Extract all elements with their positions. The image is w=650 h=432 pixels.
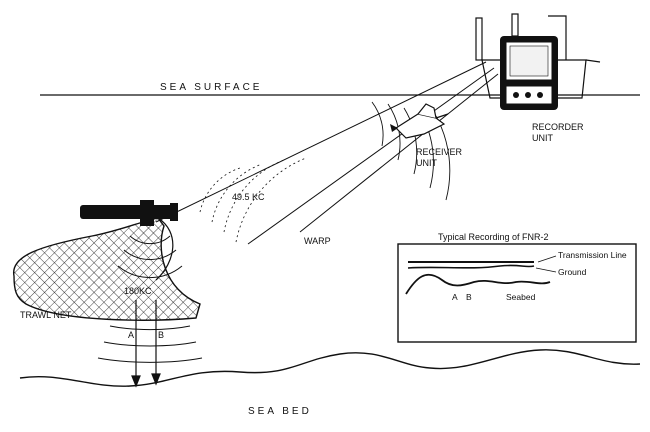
- depth-arrows: [131, 300, 161, 388]
- freq-180kc-label: 180KC: [124, 286, 152, 296]
- recorder-unit-label-line1: RECORDER: [532, 122, 584, 132]
- sea-surface-label: SEA SURFACE: [160, 82, 262, 93]
- sea-bed-line: [19, 349, 641, 387]
- warp-label: WARP: [304, 236, 331, 246]
- inset-point-a-label: A: [452, 292, 458, 302]
- inset-title: Typical Recording of FNR-2: [438, 232, 549, 242]
- receiver-unit-label-line1: RECEIVER: [416, 147, 463, 157]
- receiver-unit-label: RECEIVER UNIT: [416, 147, 465, 168]
- sound-beam-180kc: [97, 235, 203, 363]
- warp-cables: [155, 61, 499, 245]
- receiver-unit-label-line2: UNIT: [416, 158, 437, 168]
- recorder-unit: [500, 36, 558, 110]
- receiver-unit: [390, 103, 449, 139]
- point-a-label: A: [128, 330, 134, 340]
- inset-seabed-label: Seabed: [506, 292, 536, 302]
- point-b-label: B: [158, 330, 164, 340]
- inset-point-b-label: B: [466, 292, 472, 302]
- sound-beam-49kc: [199, 157, 307, 243]
- inset-ground-label: Ground: [558, 267, 587, 277]
- freq-49kc-label: 49.5 KC: [232, 192, 265, 202]
- trawl-net: [13, 217, 201, 321]
- inset-transmission-line-label: Transmission Line: [558, 250, 627, 260]
- sea-bed-label: SEA BED: [248, 406, 312, 417]
- trawl-float: [80, 200, 178, 226]
- typical-recording-inset: [397, 243, 637, 343]
- recorder-unit-label: RECORDER UNIT: [532, 122, 586, 143]
- recorder-unit-label-line2: UNIT: [532, 133, 553, 143]
- trawl-net-label: TRAWL NET: [20, 310, 72, 320]
